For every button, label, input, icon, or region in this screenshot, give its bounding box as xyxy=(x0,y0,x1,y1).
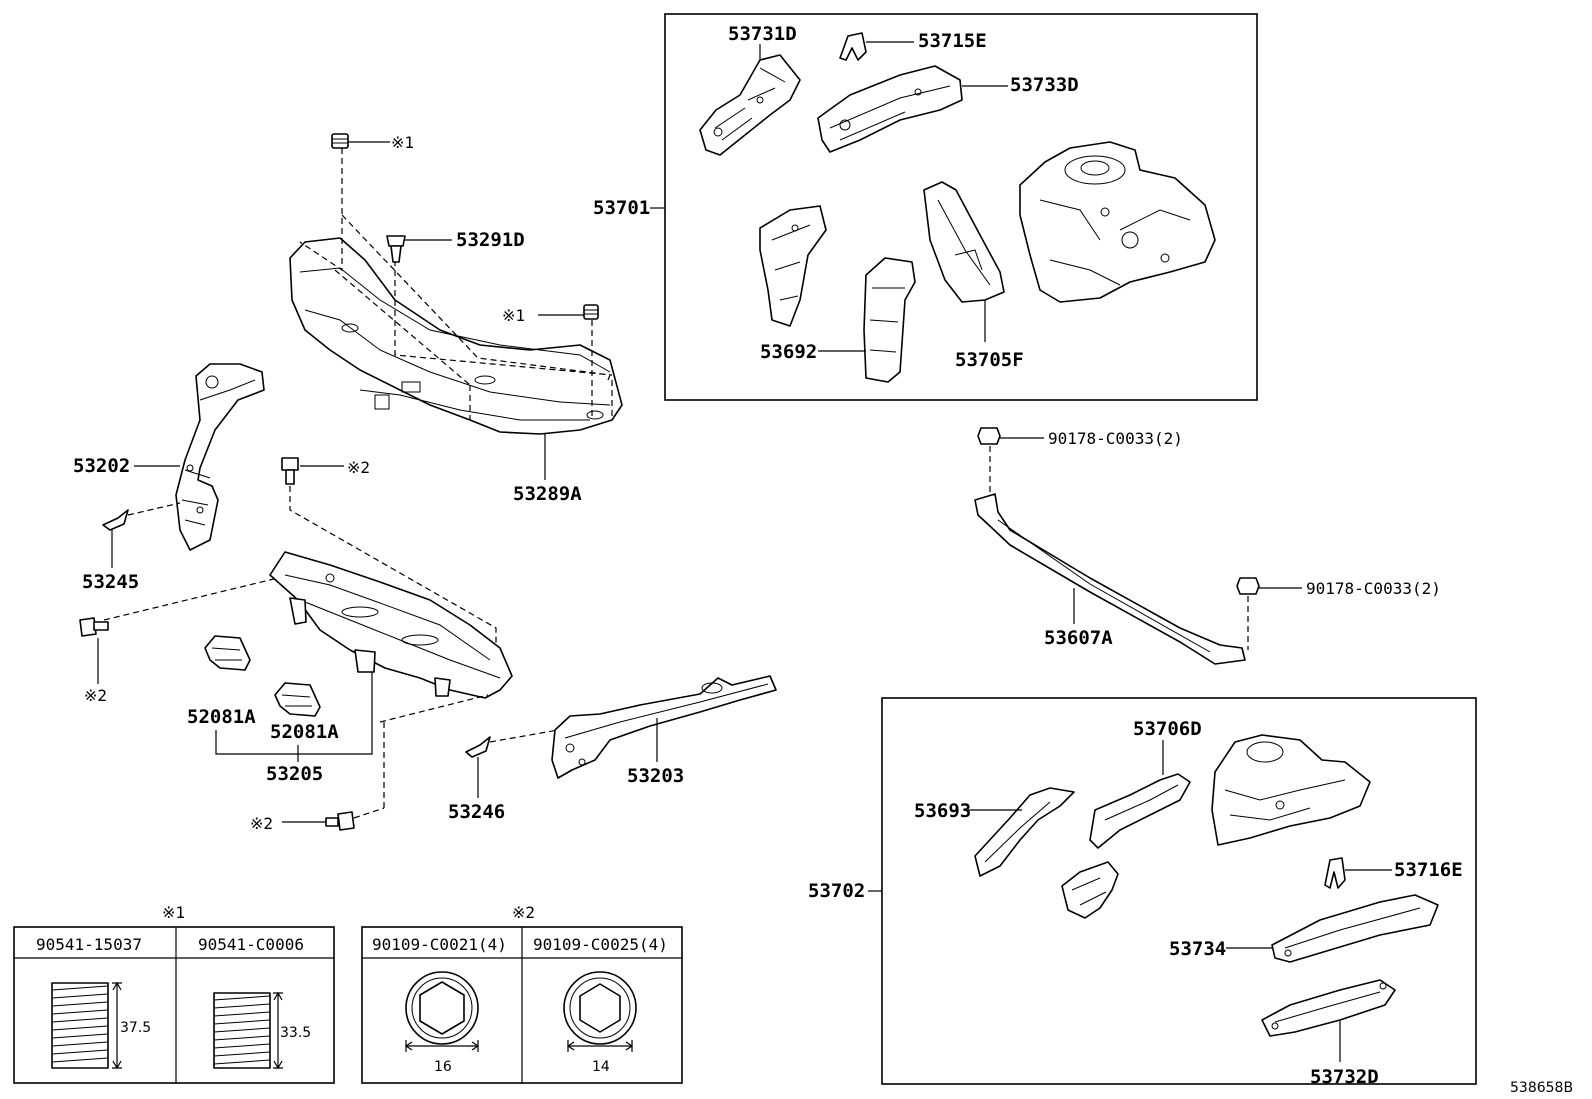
part-apron-lower[interactable] xyxy=(1211,734,1371,846)
callout-53291D: 53291D xyxy=(456,229,525,251)
table1-dim1: 37.5 xyxy=(120,1020,151,1036)
part-53732D[interactable] xyxy=(1261,979,1396,1037)
part-53715E[interactable] xyxy=(839,32,867,61)
hex-bolt-b-icon xyxy=(563,971,637,1052)
table2-dim2: 14 xyxy=(592,1059,610,1075)
part-53246[interactable] xyxy=(465,736,491,758)
nut-top-icon[interactable] xyxy=(977,427,1001,445)
callout-53692: 53692 xyxy=(760,341,817,363)
table2-mark: ※2 xyxy=(512,903,535,922)
callout-53734: 53734 xyxy=(1169,938,1226,960)
part-53731D[interactable] xyxy=(699,54,801,156)
spring-plug-b-icon xyxy=(213,991,283,1070)
callout-53205: 53205 xyxy=(266,763,323,785)
part-apron-upper[interactable] xyxy=(1019,141,1216,303)
callout-53733D: 53733D xyxy=(1010,74,1079,96)
callout-53716E: 53716E xyxy=(1394,859,1463,881)
part-53205-crossmember[interactable] xyxy=(269,551,513,699)
mark-note2-b: ※2 xyxy=(84,686,107,705)
part-53607A[interactable] xyxy=(974,493,1246,665)
callout-52081A-1: 52081A xyxy=(187,706,256,728)
callout-53732D: 53732D xyxy=(1310,1066,1379,1088)
part-53692[interactable] xyxy=(759,205,827,327)
nut-bottom-icon[interactable] xyxy=(1236,577,1260,595)
callout-53203: 53203 xyxy=(627,765,684,787)
part-53245[interactable] xyxy=(102,509,129,531)
part-53733D[interactable] xyxy=(817,65,963,153)
table2-col2: 90109-C0025(4) xyxy=(533,935,668,954)
part-53706D[interactable] xyxy=(1089,773,1191,849)
part-53289A[interactable] xyxy=(289,237,623,435)
plug-right-icon[interactable] xyxy=(583,304,599,320)
diagram-code: 538658B xyxy=(1510,1080,1573,1096)
callout-53715E: 53715E xyxy=(918,30,987,52)
table1-dim2: 33.5 xyxy=(280,1025,311,1041)
table1-mark: ※1 xyxy=(162,903,185,922)
clip-53291D-icon[interactable] xyxy=(386,235,406,263)
table1 xyxy=(13,926,335,1084)
hex-bolt-a-icon xyxy=(404,971,480,1052)
part-53705F[interactable] xyxy=(923,181,1005,303)
callout-53607A: 53607A xyxy=(1044,627,1113,649)
part-52081A-left[interactable] xyxy=(204,635,251,671)
part-53693[interactable] xyxy=(974,787,1075,877)
plug-top-icon[interactable] xyxy=(331,133,349,149)
part-53202[interactable] xyxy=(175,363,265,551)
part-53716E[interactable] xyxy=(1324,857,1346,889)
bolt-top-icon[interactable] xyxy=(281,457,299,485)
table2-col1: 90109-C0021(4) xyxy=(372,935,507,954)
mark-note1-b: ※1 xyxy=(502,306,525,325)
part-bracket-lower[interactable] xyxy=(1061,861,1119,919)
callout-53706D: 53706D xyxy=(1133,718,1202,740)
callout-90178-2: 90178-C0033(2) xyxy=(1306,579,1441,598)
callout-53289A: 53289A xyxy=(513,483,582,505)
callout-53245: 53245 xyxy=(82,571,139,593)
table1-col2: 90541-C0006 xyxy=(198,935,304,954)
mark-note2-a: ※2 xyxy=(347,458,370,477)
part-53692-strip[interactable] xyxy=(863,257,916,383)
part-53203[interactable] xyxy=(551,675,777,779)
callout-90178-1: 90178-C0033(2) xyxy=(1048,429,1183,448)
bolt-left-icon[interactable] xyxy=(79,617,109,637)
callout-53693: 53693 xyxy=(914,800,971,822)
assembly-box-53702 xyxy=(881,697,1477,1085)
callout-52081A-2: 52081A xyxy=(270,721,339,743)
table2 xyxy=(361,926,683,1084)
callout-53731D: 53731D xyxy=(728,23,797,45)
callout-53702: 53702 xyxy=(808,880,865,902)
mark-note1-a: ※1 xyxy=(391,133,414,152)
spring-plug-a-icon xyxy=(51,981,122,1070)
part-53734[interactable] xyxy=(1271,894,1439,963)
callout-53202: 53202 xyxy=(73,455,130,477)
bolt-bottom-icon[interactable] xyxy=(325,811,355,831)
assembly-box-53701 xyxy=(664,13,1258,401)
part-52081A-right[interactable] xyxy=(274,682,321,717)
table2-dim1: 16 xyxy=(434,1059,452,1075)
table1-col1: 90541-15037 xyxy=(36,935,142,954)
callout-53246: 53246 xyxy=(448,801,505,823)
callout-53705F: 53705F xyxy=(955,349,1024,371)
mark-note2-c: ※2 xyxy=(250,814,273,833)
callout-53701: 53701 xyxy=(593,197,650,219)
